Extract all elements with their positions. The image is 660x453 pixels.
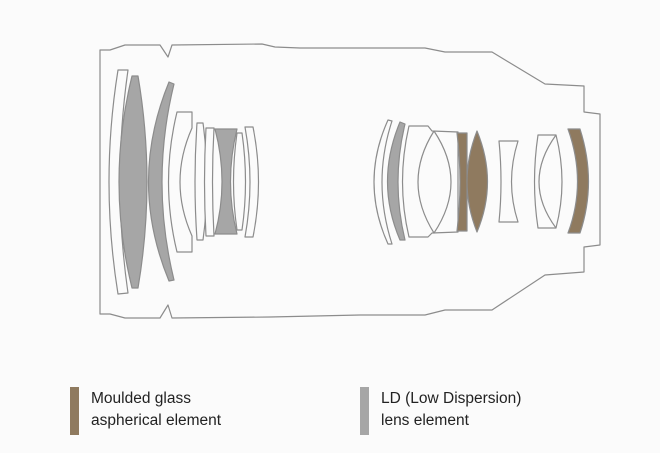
legend-aspherical: Moulded glass aspherical element [70,387,221,435]
legend-aspherical-line1: Moulded glass [91,390,191,407]
legend-aspherical-line2: aspherical element [91,412,222,429]
lens-element-7 [244,126,260,238]
lens-element-10 [417,130,452,234]
lens-barrel-outline [99,43,601,319]
ld-swatch [360,387,369,435]
aspherical-swatch [70,387,79,435]
aspherical-lens-element-3 [567,128,590,234]
lens-element-12-curve [538,134,557,229]
legend-ld: LD (Low Dispersion) lens element [360,387,521,435]
ld-lens-element-4 [386,121,406,241]
ld-lens-element-1 [118,75,148,289]
lens-element-8 [373,119,393,245]
legend-ld-line1: LD (Low Dispersion) [381,390,522,407]
aspherical-lens-element-2 [466,130,489,233]
ld-lens-element-3 [214,128,238,235]
lens-element-6 [232,132,247,231]
lens-element-11 [498,140,519,223]
legend-ld-line2: lens element [381,412,469,429]
lens-element-3 [167,111,193,253]
aspherical-lens-element-1 [456,132,468,232]
ld-lens-element-2 [147,81,175,282]
lens-element-5 [203,127,215,237]
